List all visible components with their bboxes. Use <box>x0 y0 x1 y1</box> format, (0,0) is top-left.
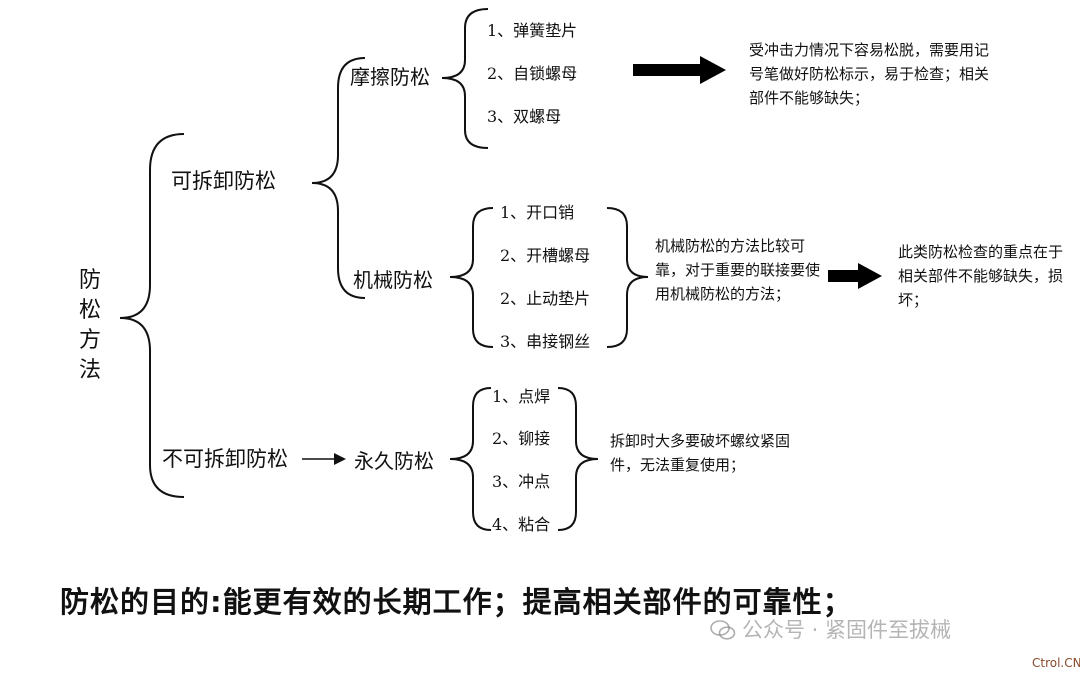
friction-label: 摩擦防松 <box>350 65 430 89</box>
friction-item: 1、弹簧垫片 <box>487 21 578 40</box>
permanent-item: 1、点焊 <box>492 387 551 406</box>
mechanical-items-brace-right <box>606 207 649 348</box>
root-brace <box>119 133 185 498</box>
purpose-statement: 防松的目的:能更有效的长期工作；提高相关部件的可靠性； <box>60 585 853 619</box>
thin-arrow-head <box>334 453 346 465</box>
permanent-item: 4、粘合 <box>492 515 551 534</box>
mechanical-thick-arrow <box>828 263 882 289</box>
mechanical-note2: 此类防松检查的重点在于相关部件不能够缺失，损坏； <box>898 243 1064 309</box>
permanent-item: 3、冲点 <box>492 472 551 491</box>
watermark: 公众号 · 紧固件至拔械 <box>710 614 951 644</box>
non-removable-label: 不可拆卸防松 <box>162 447 288 471</box>
mechanical-label: 机械防松 <box>353 268 433 292</box>
permanent-items-brace-left <box>449 387 492 531</box>
site-label: Ctrol.CN <box>1032 656 1080 670</box>
friction-thick-arrow <box>633 56 726 84</box>
friction-item: 3、双螺母 <box>487 107 562 126</box>
removable-brace <box>311 57 366 299</box>
mechanical-item: 3、串接钢丝 <box>500 332 591 351</box>
friction-note: 受冲击力情况下容易松脱，需要用记号笔做好防松标示，易于检查；相关部件不能够缺失； <box>749 41 990 107</box>
watermark-text: 公众号 · 紧固件至拔械 <box>742 618 952 642</box>
mechanical-item: 2、开槽螺母 <box>500 246 591 265</box>
friction-items-brace <box>441 8 489 149</box>
permanent-items-brace-right <box>557 387 599 531</box>
mechanical-item: 1、开口销 <box>500 203 575 222</box>
permanent-label: 永久防松 <box>354 449 434 473</box>
permanent-item: 2、铆接 <box>492 429 551 448</box>
mechanical-item: 2、止动垫片 <box>500 289 591 308</box>
permanent-note: 拆卸时大多要破坏螺纹紧固件，无法重复使用； <box>610 432 791 474</box>
mechanical-note: 机械防松的方法比较可靠，对于重要的联接要使用机械防松的方法； <box>655 237 821 303</box>
mechanical-items-brace-left <box>449 207 494 348</box>
removable-label: 可拆卸防松 <box>171 169 276 193</box>
wechat-icon <box>710 620 736 640</box>
friction-item: 2、自锁螺母 <box>487 64 578 83</box>
root-label: 防松方法 <box>78 268 101 383</box>
